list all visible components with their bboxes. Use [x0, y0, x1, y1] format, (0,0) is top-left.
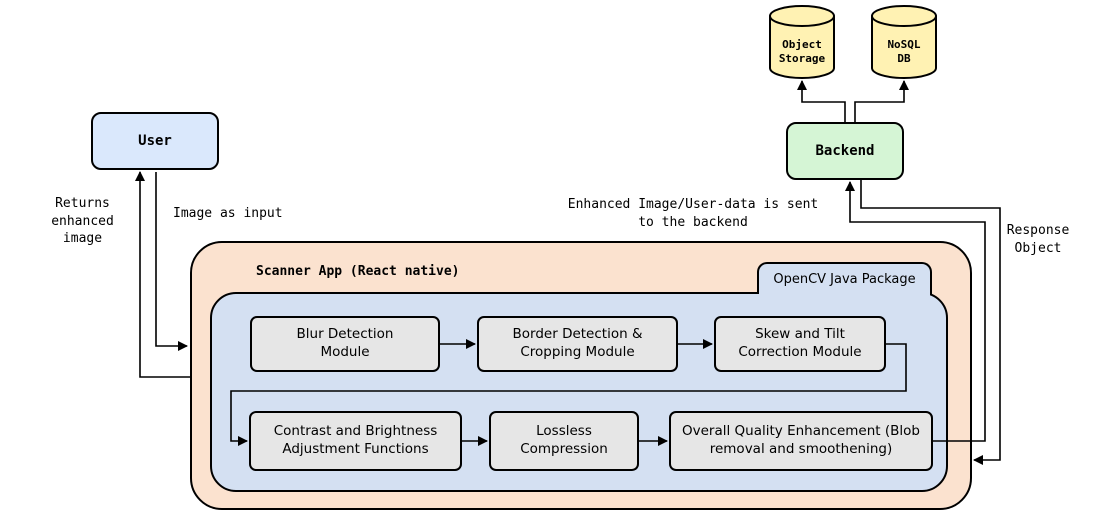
image-as-input-label: Image as input — [173, 206, 283, 221]
tab-joint — [759, 290, 930, 296]
skew-tilt-correction-module: Skew and Tilt Correction Module — [714, 316, 886, 372]
border-detection-module: Border Detection & Cropping Module — [477, 316, 678, 372]
contrast-brightness-module: Contrast and Brightness Adjustment Funct… — [249, 411, 462, 471]
nosql-db-label: NoSQL DB — [887, 38, 921, 65]
object-storage-label: Object Storage — [778, 38, 826, 65]
user-label: User — [138, 133, 172, 149]
overall-quality-enhancement-module: Overall Quality Enhancement (Blob remova… — [669, 411, 933, 471]
nosql-db-cylinder — [871, 5, 937, 79]
returns-enhanced-label: Returns enhanced image — [51, 196, 114, 247]
backend-label: Backend — [815, 143, 875, 159]
opencv-package-label: OpenCV Java Package — [773, 271, 916, 287]
backend-node: Backend — [786, 122, 904, 180]
blur-detection-module: Blur Detection Module — [250, 316, 440, 372]
user-node: User — [91, 112, 219, 170]
sent-to-backend-label: Enhanced Image/User-data is sent to the … — [567, 197, 819, 230]
lossless-compression-module: Lossless Compression — [489, 411, 639, 471]
object-storage-cylinder — [769, 5, 835, 79]
response-object-label: Response Object — [1006, 223, 1070, 256]
scanner-app-title: Scanner App (React native) — [256, 264, 460, 279]
